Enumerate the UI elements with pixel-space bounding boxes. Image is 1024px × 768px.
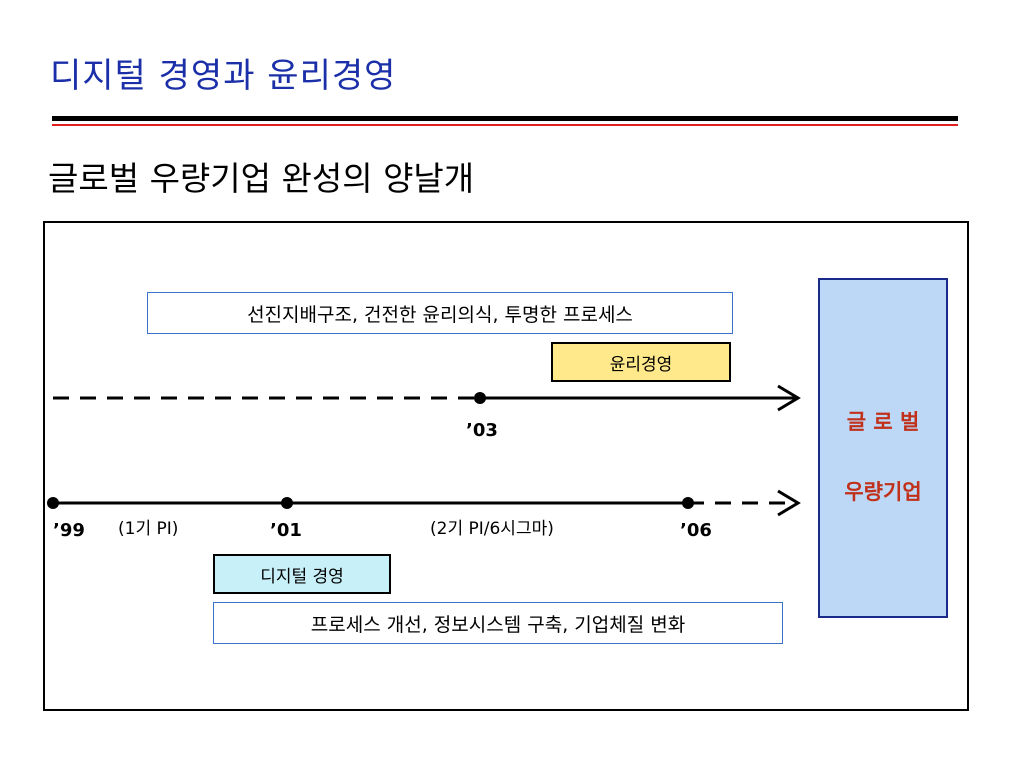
digital-dot-06 <box>682 497 694 509</box>
digital-management-box: 디지털 경영 <box>213 554 391 594</box>
ethics-management-box: 윤리경영 <box>551 342 731 382</box>
ethics-description-box: 선진지배구조, 건전한 윤리의식, 투명한 프로세스 <box>147 292 733 334</box>
global-company-line1: 글 로 벌 <box>846 410 920 434</box>
digital-description-box: 프로세스 개선, 정보시스템 구축, 기업체질 변화 <box>213 602 783 644</box>
title-divider-red <box>52 124 958 126</box>
ethics-arrowhead <box>777 384 801 412</box>
title-divider-black <box>52 116 958 121</box>
phase2-label: (2기 PI/6시그마) <box>430 519 554 539</box>
year-99-label: ’99 <box>53 520 85 541</box>
diagram-frame <box>43 221 969 711</box>
global-company-box: 글 로 벌 우량기업 <box>818 278 948 618</box>
page-title: 디지털 경영과 윤리경영 <box>50 56 397 96</box>
global-company-line2: 우량기업 <box>844 480 922 504</box>
ethics-start-dot <box>474 392 486 404</box>
year-01-label: ’01 <box>270 520 302 541</box>
digital-dot-01 <box>281 497 293 509</box>
digital-dot-99 <box>47 497 59 509</box>
digital-arrowhead <box>777 489 801 517</box>
year-03-label: ’03 <box>466 420 498 441</box>
year-06-label: ’06 <box>680 520 712 541</box>
phase1-label: (1기 PI) <box>118 519 179 539</box>
page-subtitle: 글로벌 우량기업 완성의 양날개 <box>48 159 475 198</box>
